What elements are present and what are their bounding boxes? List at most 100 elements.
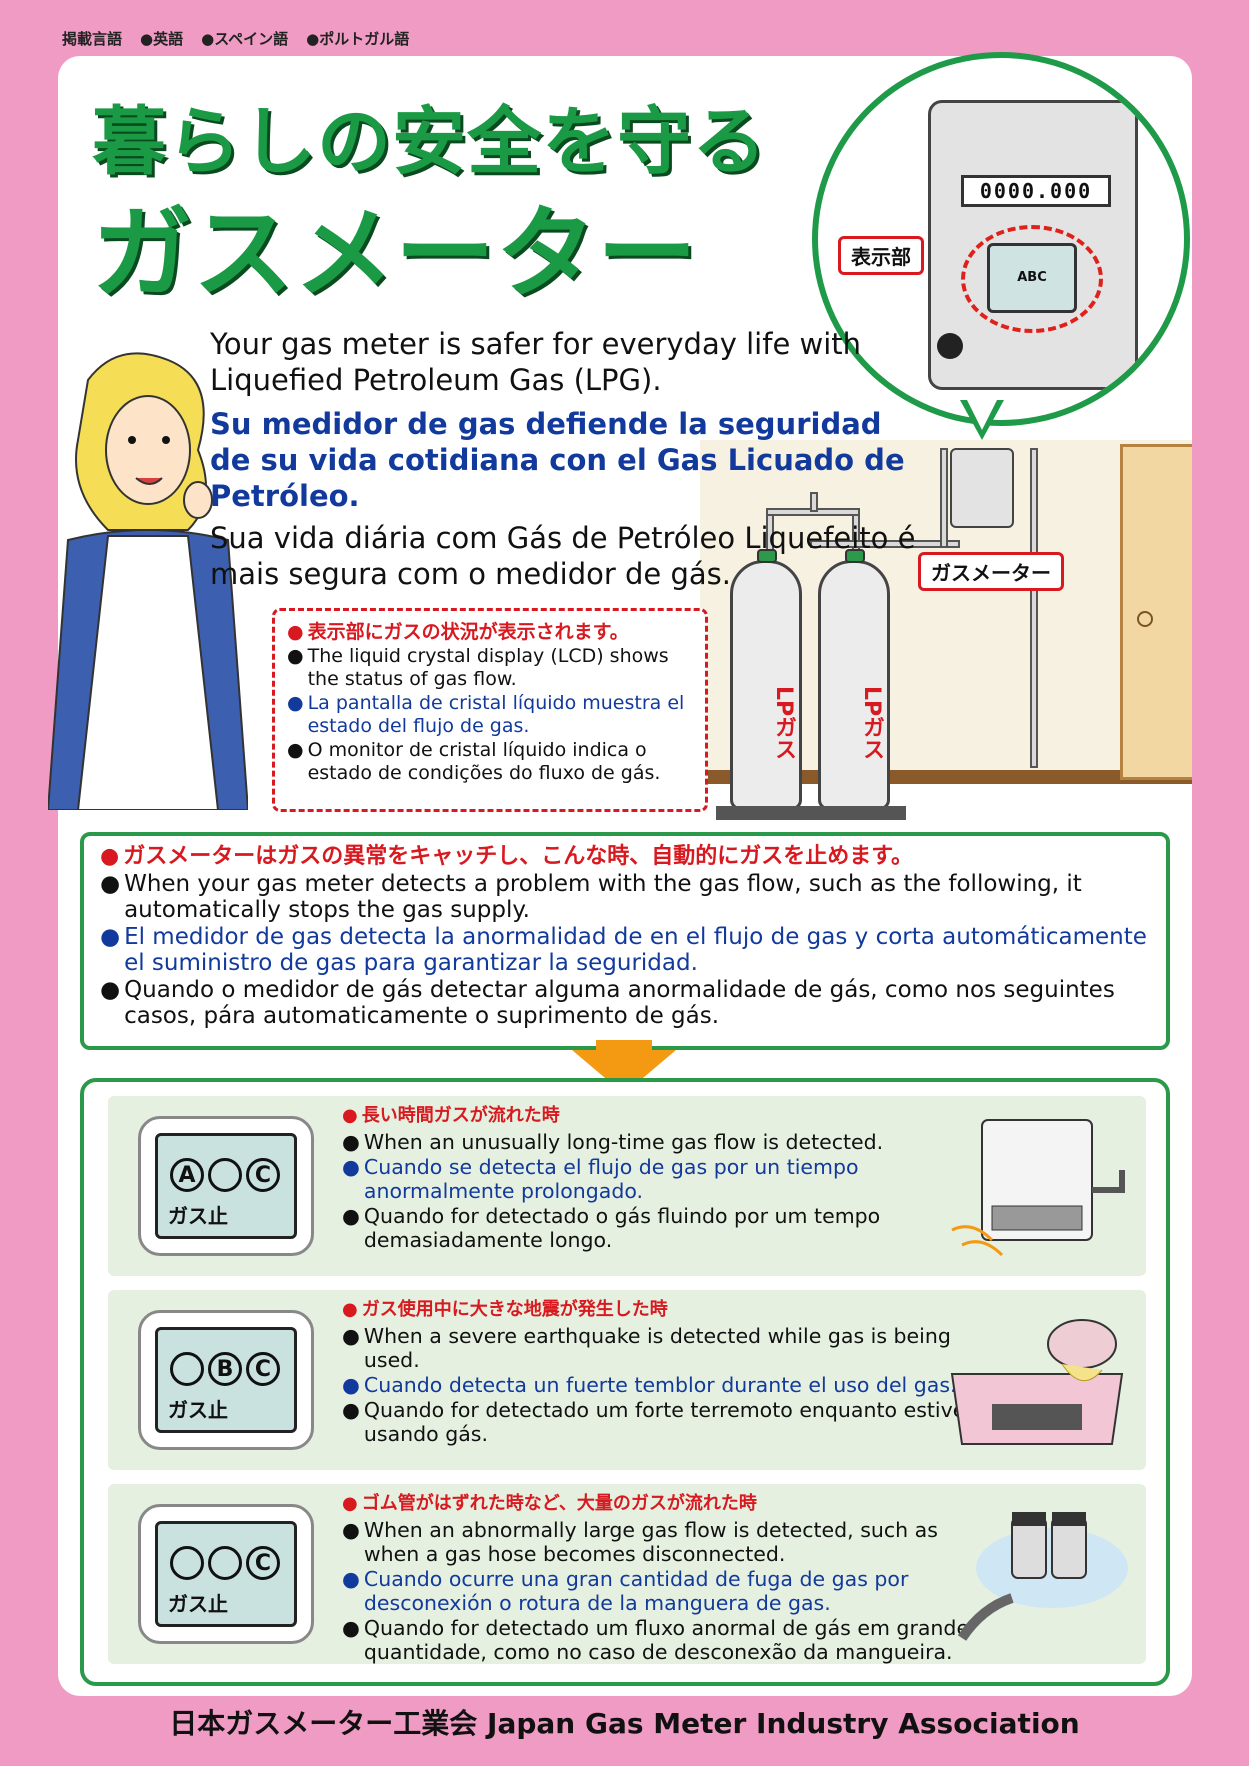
display-highlight <box>961 225 1103 333</box>
intro-portuguese: Sua vida diária com Gás de Petróleo Liqu… <box>210 521 916 591</box>
lcd-indicator-b <box>208 1546 242 1580</box>
bullet-icon: ● <box>342 1105 358 1126</box>
case-card: C ガス止 ●ゴム管がはずれた時など、大量のガスが流れた時 ●When an a… <box>108 1484 1146 1664</box>
bullet-icon: ● <box>100 844 120 869</box>
case-spanish: Cuando se detecta el flujo de gas por un… <box>363 1155 859 1203</box>
woman-illustration-icon <box>48 352 248 810</box>
lcd-indicator-a <box>170 1352 204 1386</box>
lcd-note-portuguese: O monitor de cristal líquido indica o es… <box>307 739 661 784</box>
lcd-indicator-c: C <box>246 1158 280 1192</box>
bullet-icon: ● <box>287 645 304 667</box>
small-gas-meter-icon <box>950 448 1014 528</box>
case-japanese: ガス使用中に大きな地震が発生した時 <box>361 1299 668 1320</box>
footer-association: 日本ガスメーター工業会 Japan Gas Meter Industry Ass… <box>169 1707 1080 1740</box>
bullet-icon: ● <box>342 1493 358 1514</box>
lcd-note-english: The liquid crystal display (LCD) shows t… <box>307 645 669 690</box>
case-english: When a severe earthquake is detected whi… <box>363 1324 951 1372</box>
bullet-icon: ● <box>100 977 121 1003</box>
lcd-indicator-a: A <box>170 1158 204 1192</box>
gas-stop-text: ガス止 <box>168 1398 228 1422</box>
pipe-segment <box>810 540 960 548</box>
bullet-icon: ● <box>287 692 304 714</box>
bullet-icon: ● <box>342 1204 360 1228</box>
case-card: A C ガス止 ●長い時間ガスが流れた時 ●When an unusually … <box>108 1096 1146 1276</box>
bullet-icon: ● <box>342 1324 360 1348</box>
case-text: ●ガス使用中に大きな地震が発生した時 ●When a severe earthq… <box>342 1298 982 1447</box>
language-english: ●英語 <box>140 30 184 48</box>
bubble-tail-inner <box>967 400 997 430</box>
gas-stove-icon <box>950 1319 1124 1445</box>
case-card: B C ガス止 ●ガス使用中に大きな地震が発生した時 ●When a sever… <box>108 1290 1146 1470</box>
bullet-icon: ● <box>342 1130 360 1154</box>
case-spanish: Cuando ocurre una gran cantidad de fuga … <box>363 1567 909 1615</box>
title-line-2: ガスメーター <box>92 195 698 312</box>
case-japanese: 長い時間ガスが流れた時 <box>361 1105 560 1126</box>
lp-gas-cylinder: LPガス <box>818 549 890 810</box>
display-part-label: 表示部 <box>838 236 924 275</box>
bullet-icon: ● <box>342 1299 358 1320</box>
door-handle-icon <box>1137 611 1153 627</box>
lcd-screen: B C ガス止 <box>155 1327 297 1433</box>
lcd-note-spanish: La pantalla de cristal líquido muestra e… <box>307 692 685 737</box>
meter-knob-icon <box>937 333 963 359</box>
meter-closeup-bubble: 0000.000 ABC <box>812 52 1190 426</box>
intro-english: Your gas meter is safer for everyday lif… <box>210 327 862 397</box>
lcd-display: B C ガス止 <box>138 1310 314 1450</box>
detection-portuguese: Quando o medidor de gás detectar alguma … <box>124 977 1115 1029</box>
gas-meter-icon: 0000.000 ABC <box>928 100 1138 390</box>
case-english: When an abnormally large gas flow is det… <box>363 1518 938 1566</box>
bullet-icon: ● <box>100 924 121 950</box>
title-line-1: 暮らしの安全を守る <box>92 99 767 185</box>
case-text: ●長い時間ガスが流れた時 ●When an unusually long-tim… <box>342 1104 982 1253</box>
cylinder-base <box>716 806 906 820</box>
gas-valve-hose-icon <box>957 1512 1128 1641</box>
case-portuguese: Quando for detectado um forte terremoto … <box>363 1398 974 1446</box>
case-spanish: Cuando detecta un fuerte temblor durante… <box>363 1373 957 1397</box>
cases-panel: A C ガス止 ●長い時間ガスが流れた時 ●When an unusually … <box>80 1078 1170 1686</box>
bullet-icon: ● <box>342 1373 360 1397</box>
lcd-screen: C ガス止 <box>155 1521 297 1627</box>
lcd-indicator-b <box>208 1158 242 1192</box>
pipe-segment <box>940 448 948 548</box>
language-spanish: ●スペイン語 <box>201 30 289 48</box>
bullet-icon: ● <box>287 621 304 643</box>
bullet-icon: ● <box>342 1616 360 1640</box>
door-icon <box>1120 444 1192 780</box>
cylinder-valve-icon <box>757 549 777 563</box>
bullet-icon: ● <box>342 1567 360 1591</box>
bullet-icon: ● <box>342 1518 360 1542</box>
pipe-segment <box>810 492 818 512</box>
lcd-note-japanese: 表示部にガスの状況が表示されます。 <box>307 621 629 643</box>
detection-spanish: El medidor de gas detecta la anormalidad… <box>124 924 1147 976</box>
bullet-icon: ● <box>342 1398 360 1422</box>
bullet-icon: ● <box>100 871 121 897</box>
case-portuguese: Quando for detectado o gás fluindo por u… <box>363 1204 881 1252</box>
meter-counter: 0000.000 <box>961 175 1111 207</box>
cylinder-label: LPガス <box>771 685 796 761</box>
case-english: When an unusually long-time gas flow is … <box>363 1130 884 1154</box>
languages-line: 掲載言語 ●英語 ●スペイン語 ●ポルトガル語 <box>62 28 409 49</box>
meter-lcd: ABC <box>987 243 1077 313</box>
lcd-indicator-c: C <box>246 1352 280 1386</box>
lp-gas-cylinder: LPガス <box>730 549 802 810</box>
lcd-screen: A C ガス止 <box>155 1133 297 1239</box>
case-japanese: ゴム管がはずれた時など、大量のガスが流れた時 <box>361 1493 757 1514</box>
lcd-display: C ガス止 <box>138 1504 314 1644</box>
gas-stop-text: ガス止 <box>168 1592 228 1616</box>
detection-japanese: ガスメーターはガスの異常をキャッチし、こんな時、自動的にガスを止めます。 <box>123 844 914 869</box>
lcd-note-box: ●表示部にガスの状況が表示されます。 ●The liquid crystal d… <box>272 608 708 812</box>
pipe-segment <box>1030 448 1038 768</box>
bullet-icon: ● <box>287 739 304 761</box>
languages-label: 掲載言語 <box>62 30 123 48</box>
lcd-indicator-c: C <box>246 1546 280 1580</box>
gas-heater-icon <box>951 1119 1125 1257</box>
language-portuguese: ●ポルトガル語 <box>306 30 410 48</box>
lcd-indicator-a <box>170 1546 204 1580</box>
lcd-indicator-b: B <box>208 1352 242 1386</box>
cylinder-label: LPガス <box>859 685 884 761</box>
gas-meter-label: ガスメーター <box>918 552 1064 591</box>
intro-spanish: Su medidor de gas defiende la seguridad … <box>210 407 905 513</box>
bullet-icon: ● <box>342 1155 360 1179</box>
gas-stop-text: ガス止 <box>168 1204 228 1228</box>
cylinder-valve-icon <box>845 549 865 563</box>
